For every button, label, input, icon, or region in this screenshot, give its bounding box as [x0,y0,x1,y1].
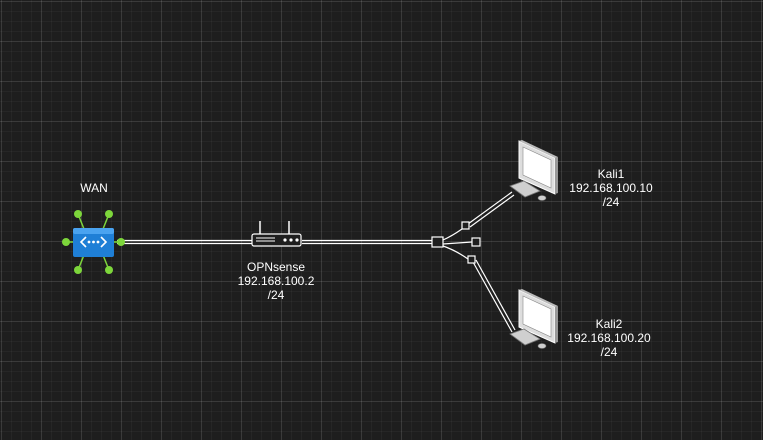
network-splitter-icon[interactable] [431,221,481,264]
virtual-network-gateway-icon[interactable] [62,210,125,274]
kali1-name: Kali1 [597,167,625,181]
kali1-label: Kali1 192.168.100.10 /24 [556,167,666,209]
desktop-computer-icon-kali2[interactable] [509,289,558,349]
kali2-label: Kali2 192.168.100.20 /24 [554,317,664,359]
kali2-name: Kali2 [595,317,623,331]
opnsense-mask: /24 [267,288,285,302]
kali1-mask: /24 [602,195,620,209]
link-splitter-kali2[interactable] [472,259,516,333]
opnsense-label: OPNsense 192.168.100.2 /24 [221,260,331,302]
kali1-ip: 192.168.100.10 [569,181,653,195]
opnsense-name: OPNsense [246,260,306,274]
link-opnsense-splitter[interactable] [302,239,432,245]
wan-label: WAN [64,181,124,195]
kali2-mask: /24 [600,345,618,359]
wan-name: WAN [80,181,108,195]
kali2-ip: 192.168.100.20 [567,331,651,345]
desktop-computer-icon-kali1[interactable] [509,140,558,201]
opnsense-ip: 192.168.100.2 [237,274,315,288]
link-splitter-kali1[interactable] [467,191,515,228]
link-wan-opnsense[interactable] [117,239,252,245]
router-icon[interactable] [251,221,302,247]
